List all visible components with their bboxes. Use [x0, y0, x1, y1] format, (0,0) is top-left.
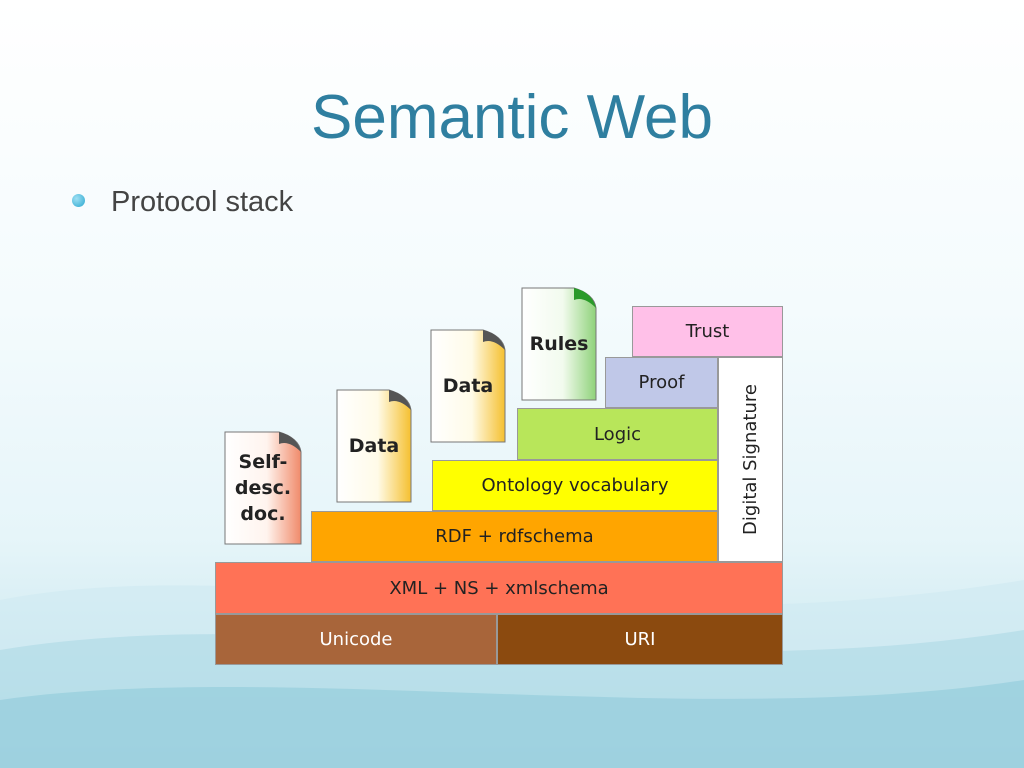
rules-label: Rules: [529, 333, 589, 355]
layer-ontology: Ontology vocabulary: [432, 460, 718, 511]
layer-unicode: Unicode: [215, 614, 497, 665]
document-icon: [430, 329, 506, 443]
data-2-label: Data: [442, 375, 494, 397]
layer-trust: Trust: [632, 306, 783, 357]
document-data-2: Data: [429, 328, 507, 444]
document-data-1: Data: [335, 388, 413, 504]
layer-rdf: RDF + rdfschema: [311, 511, 718, 562]
layer-digital-signature: Digital Signature: [718, 357, 783, 562]
self-desc-line-3: doc.: [240, 503, 286, 525]
data-1-label: Data: [348, 435, 400, 457]
document-icon: [336, 389, 412, 503]
layer-uri: URI: [497, 614, 783, 665]
document-rules: Rules: [520, 286, 598, 402]
document-icon: [224, 431, 302, 545]
layer-logic: Logic: [517, 408, 718, 460]
document-self-desc: Self- desc. doc.: [223, 430, 303, 546]
layer-xml: XML + NS + xmlschema: [215, 562, 783, 614]
slide-title: Semantic Web: [310, 83, 714, 152]
self-desc-line-2: desc.: [234, 477, 292, 499]
document-icon: [521, 287, 597, 401]
digital-signature-label: Digital Signature: [740, 384, 761, 535]
bullet-item: Protocol stack: [72, 186, 293, 219]
layer-proof: Proof: [605, 357, 718, 408]
self-desc-line-1: Self-: [238, 451, 288, 473]
bullet-dot-icon: [72, 194, 85, 207]
self-desc-label: Self- desc. doc.: [235, 449, 291, 527]
bullet-text: Protocol stack: [111, 186, 294, 218]
